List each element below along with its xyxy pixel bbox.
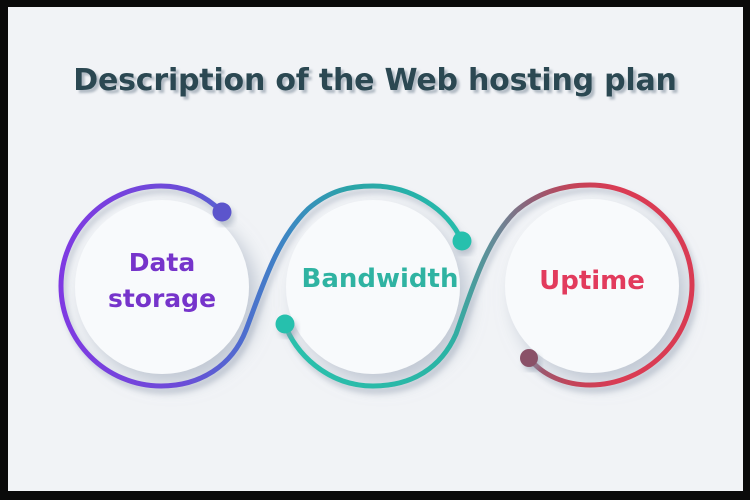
node-plate-bandwidth [286, 200, 460, 374]
endpoint-dot-bandwidth-top [452, 231, 472, 251]
node-label-bandwidth: Bandwidth [301, 264, 459, 294]
endpoint-dot-bandwidth-bottom [275, 314, 295, 334]
node-label-data-storage: Data storage [107, 248, 217, 313]
page-title: Description of the Web hosting plan [73, 63, 677, 98]
connector-stroke-purple-teal [58, 183, 465, 389]
node-plate-data-storage [75, 200, 249, 374]
node-plate-uptime [505, 199, 679, 373]
node-label-uptime: Uptime [539, 266, 645, 296]
endpoint-dot-data-storage [212, 202, 232, 222]
endpoint-dot-uptime [520, 349, 538, 367]
connector-stroke-teal-red [282, 182, 695, 389]
